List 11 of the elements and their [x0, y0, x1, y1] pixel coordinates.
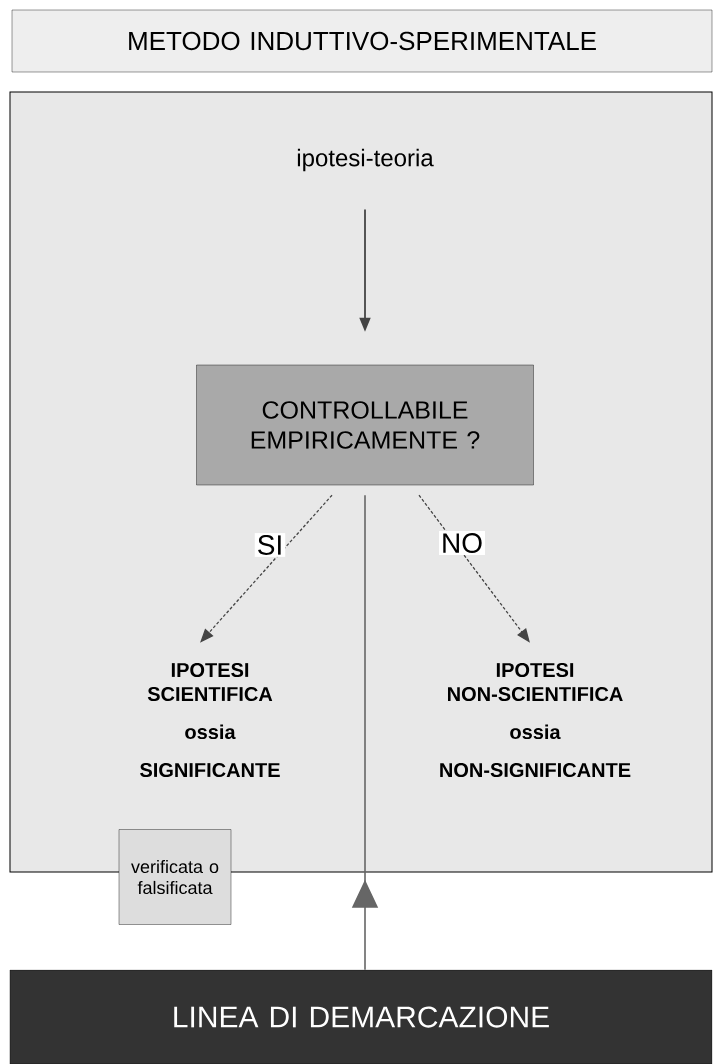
title-box: METODO INDUTTIVO-SPERIMENTALE	[11, 9, 713, 73]
question-box: CONTROLLABILE EMPIRICAMENTE ?	[196, 364, 534, 486]
panel-box	[9, 91, 713, 873]
start-text: ipotesi-teoria	[297, 148, 434, 172]
band-box: LINEA DI DEMARCAZIONE	[9, 969, 713, 1064]
outcome-text: IPOTESI SCIENTIFICA ossia SIGNIFICANTE	[140, 662, 280, 778]
edge-label: SI	[254, 533, 286, 557]
outcome-text: IPOTESI NON-SCIENTIFICA ossia NON-SIGNIFICANTE	[440, 662, 631, 778]
arrow	[200, 494, 333, 643]
edge-label: NO	[439, 531, 485, 555]
note-box: verificata o falsificata	[118, 829, 232, 925]
